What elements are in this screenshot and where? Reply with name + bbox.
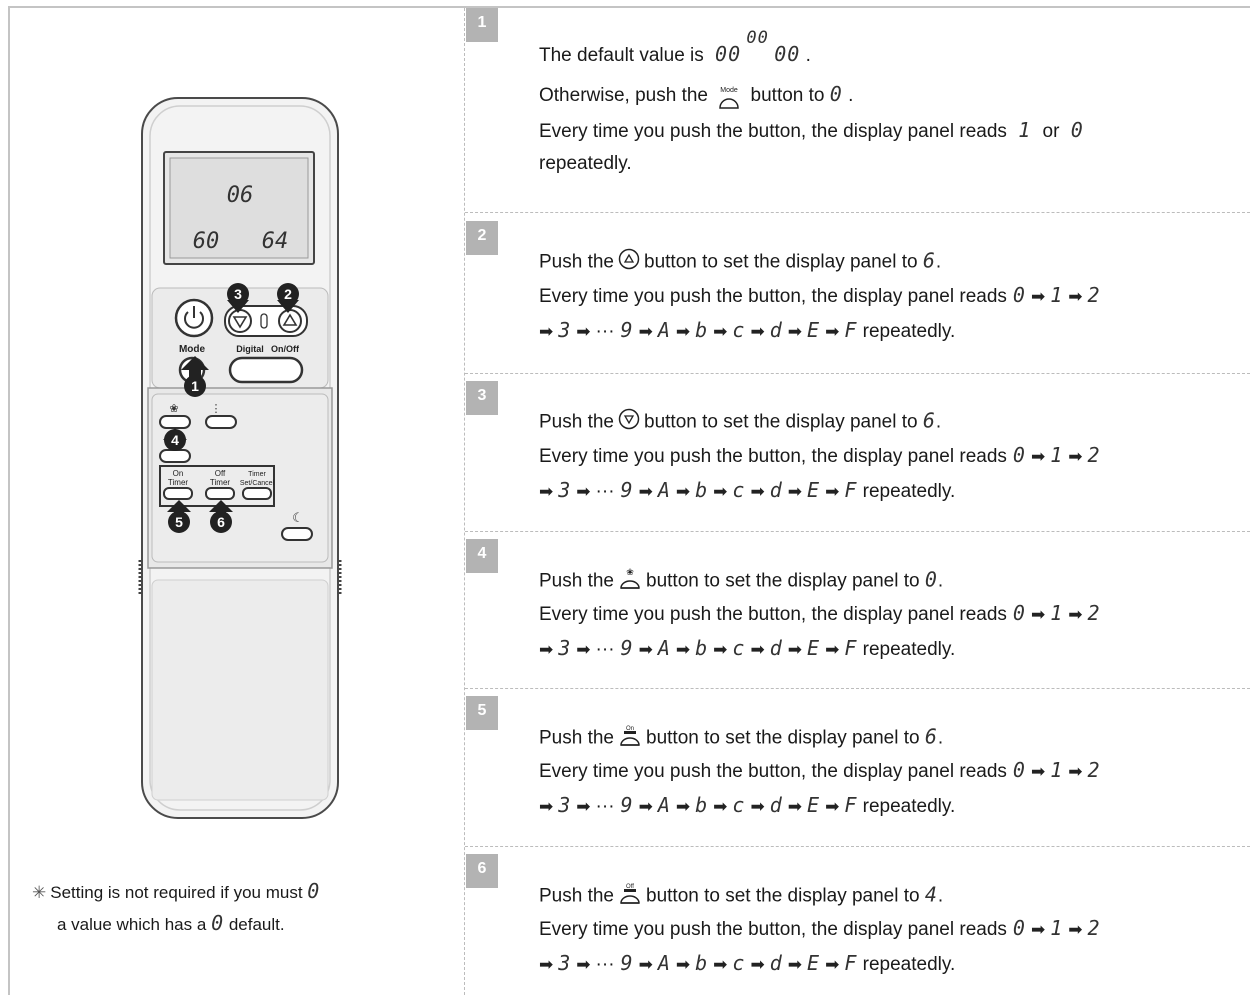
svg-text:Set/Cancel: Set/Cancel [240, 480, 275, 487]
callout-1: 1 [191, 378, 199, 394]
off-timer-button [206, 488, 234, 499]
step4-line-push: Push the❀button to set the display panel… [539, 566, 943, 597]
callout-6: 6 [217, 514, 225, 530]
temp-down-button [229, 310, 251, 332]
svg-text:On: On [173, 469, 184, 478]
step-number-6: 6 [466, 854, 498, 888]
step4-line-sequence: ➡3➡···9➡A➡b➡c➡d➡E➡F repeatedly. [539, 636, 955, 662]
note-asterisk-icon: ✳ [32, 883, 46, 902]
step-number-4: 4 [466, 539, 498, 573]
temp-up-button [279, 310, 301, 332]
step-number-1: 1 [466, 8, 498, 42]
svg-text:❀: ❀ [169, 402, 178, 415]
step-separator [465, 373, 1250, 374]
step2-line-cycle: Every time you push the button, the disp… [539, 283, 1101, 309]
mode-label: Mode [179, 344, 206, 355]
callout-4: 4 [171, 432, 179, 448]
step-separator [465, 688, 1250, 689]
step-number-5: 5 [466, 696, 498, 730]
step4-line-cycle: Every time you push the button, the disp… [539, 601, 1101, 627]
default-left-seg: 00 [715, 42, 741, 66]
swing-button [206, 416, 236, 428]
svg-text:⋮: ⋮ [211, 402, 222, 415]
step3-line-sequence: ➡3➡···9➡A➡b➡c➡d➡E➡F repeatedly. [539, 478, 955, 504]
lcd-left-value: 60 [193, 229, 220, 254]
step3-target: 6 [923, 409, 936, 433]
lcd-top-value: 06 [227, 183, 254, 208]
svg-text:Timer: Timer [210, 478, 230, 487]
step1-line-repeat: repeatedly. [539, 152, 632, 176]
onoff-label: On/Off [271, 344, 300, 354]
step5-line-sequence: ➡3➡···9➡A➡b➡c➡d➡E➡F repeatedly. [539, 793, 955, 819]
step-separator [465, 212, 1250, 213]
step6-target: 4 [925, 883, 938, 907]
remote-control-illustration: 06 60 64 Mode Digital On/Off ❀ ⋮ On Time… [130, 90, 360, 825]
digital-label: Digital [236, 344, 264, 354]
sleep-button [282, 528, 312, 540]
page-frame-top [8, 6, 1250, 8]
step-number-3: 3 [466, 381, 498, 415]
svg-text:Timer: Timer [248, 471, 266, 478]
temp-up-button-icon [618, 248, 640, 277]
svg-text:❀: ❀ [626, 567, 634, 577]
digital-onoff-button [230, 358, 302, 382]
step-separator [465, 846, 1250, 847]
callout-3: 3 [234, 286, 242, 302]
step5-line-cycle: Every time you push the button, the disp… [539, 758, 1101, 784]
page-frame-left [8, 6, 10, 995]
lcd-right-value: 64 [262, 229, 289, 254]
step2-target: 6 [923, 249, 936, 273]
mode-button-icon: Mode [717, 84, 741, 108]
temp-down-button-icon [618, 408, 640, 437]
svg-text:☾: ☾ [292, 511, 304, 526]
callout-5: 5 [175, 514, 183, 530]
step3-line-cycle: Every time you push the button, the disp… [539, 443, 1101, 469]
step6-line-sequence: ➡3➡···9➡A➡b➡c➡d➡E➡F repeatedly. [539, 951, 955, 977]
step2-line-sequence: ➡3➡···9➡A➡b➡c➡d➡E➡F repeatedly. [539, 318, 955, 344]
on-timer-button-icon: On [618, 723, 642, 754]
step1-line-cycle: Every time you push the button, the disp… [539, 118, 1084, 144]
callout-2: 2 [284, 286, 292, 302]
note-line-1: ✳Setting is not required if you must 0 [32, 879, 320, 903]
step1-line-default: The default value is 00 00 00 . [539, 42, 811, 68]
note-line-2: a value which has a 0 default. [57, 911, 285, 935]
step1-line-mode: Otherwise, push the Mode button to 0 . [539, 82, 853, 108]
step4-target: 0 [925, 568, 938, 592]
step-separator [465, 531, 1250, 532]
timer-set-button [243, 488, 271, 499]
fan-speed-button [160, 416, 190, 428]
step-number-2: 2 [466, 221, 498, 255]
default-right-seg: 00 [774, 42, 800, 66]
off-timer-button-icon: Off [618, 881, 642, 912]
fan-button-icon: ❀ [618, 566, 642, 597]
svg-text:Timer: Timer [168, 478, 188, 487]
on-timer-button [164, 488, 192, 499]
default-small-seg: 00 [746, 28, 768, 48]
svg-text:Off: Off [215, 469, 226, 478]
step5-target: 6 [925, 725, 938, 749]
step6-line-cycle: Every time you push the button, the disp… [539, 916, 1101, 942]
